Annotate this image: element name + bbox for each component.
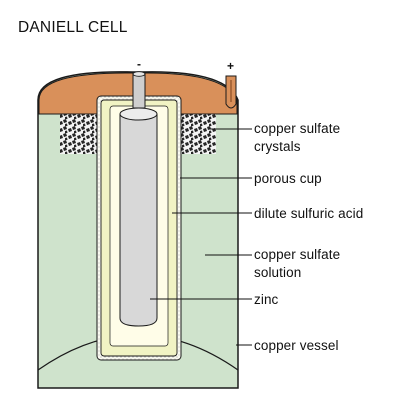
label-solution-line1: copper sulfate (254, 247, 340, 262)
zinc-rod (119, 113, 158, 327)
positive-sign: + (227, 59, 234, 73)
label-acid: dilute sulfuric acid (254, 206, 363, 221)
negative-terminal (132, 73, 146, 109)
label-crystals-line1: copper sulfate (254, 121, 340, 136)
negative-sign: - (137, 57, 141, 71)
label-zinc: zinc (254, 292, 279, 307)
label-solution-line2: solution (254, 265, 301, 280)
label-porous-cup: porous cup (254, 171, 322, 186)
label-crystals-line2: crystals (254, 139, 301, 154)
title: DANIELL CELL (18, 19, 128, 36)
label-vessel: copper vessel (254, 338, 339, 353)
